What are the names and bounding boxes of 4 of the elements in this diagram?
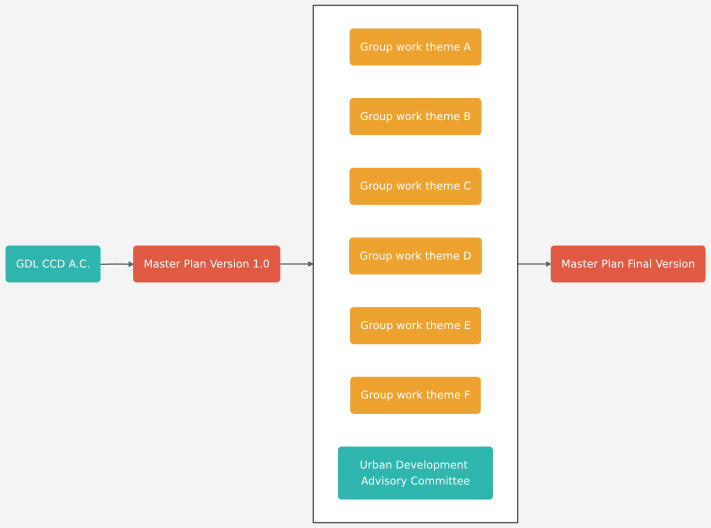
cluster xyxy=(312,4,518,524)
arrow xyxy=(100,261,134,268)
arrow xyxy=(518,261,552,267)
arrow xyxy=(280,261,314,267)
